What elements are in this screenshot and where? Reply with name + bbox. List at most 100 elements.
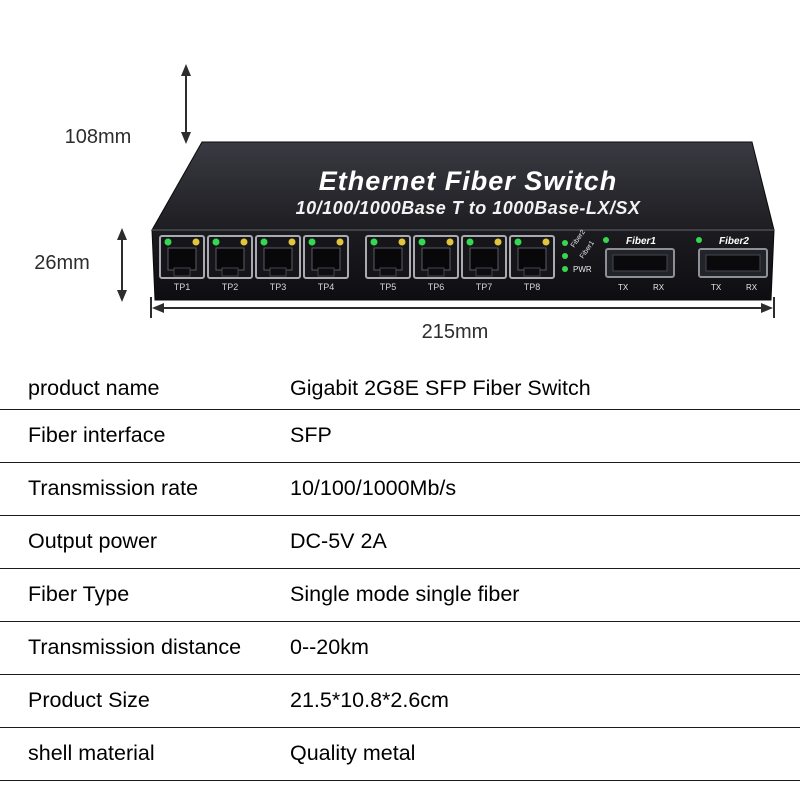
port-led-right	[542, 238, 550, 246]
pwr-led	[562, 266, 568, 272]
rj45-port: TP8	[509, 235, 555, 292]
port-led-left	[260, 238, 268, 246]
port-opening	[215, 247, 245, 271]
rj45-port: TP4	[303, 235, 349, 292]
port-label: TP1	[174, 282, 191, 292]
port-label: TP3	[270, 282, 287, 292]
port-label: TP8	[524, 282, 541, 292]
port-notch	[317, 267, 335, 277]
sfp1-tx-label: TX	[618, 283, 629, 292]
port-led-left	[418, 238, 426, 246]
spec-row: Transmission distance 0--20km	[0, 622, 800, 675]
device-illustration: 108mm 26mm Ethernet Fiber Switch 10/100/…	[34, 64, 775, 343]
rj45-port: TP3	[255, 235, 301, 292]
rj45-port: TP6	[413, 235, 459, 292]
port-label: TP5	[380, 282, 397, 292]
spec-label: Fiber interface	[28, 423, 166, 448]
port-led-right	[240, 238, 248, 246]
port-led-left	[514, 238, 522, 246]
spec-label: shell material	[28, 741, 155, 766]
port-opening	[517, 247, 547, 271]
fiber1-led	[562, 253, 568, 259]
spec-row: Output power DC-5V 2A	[0, 516, 800, 569]
spec-value: Gigabit 2G8E SFP Fiber Switch	[290, 375, 591, 400]
port-opening	[469, 247, 499, 271]
spec-value: DC-5V 2A	[290, 529, 387, 554]
sfp1-label: Fiber1	[626, 236, 656, 247]
port-notch	[475, 267, 493, 277]
port-led-right	[494, 238, 502, 246]
port-led-right	[288, 238, 296, 246]
rj45-port: TP1	[159, 235, 205, 292]
sfp2-rx-label: RX	[746, 283, 758, 292]
arrow-down-icon	[117, 290, 127, 302]
port-led-right	[192, 238, 200, 246]
spec-label: product name	[28, 375, 160, 400]
port-led-right	[446, 238, 454, 246]
spec-row: Fiber Type Single mode single fiber	[0, 569, 800, 622]
dimension-depth: 108mm	[65, 64, 191, 148]
spec-row: product name Gigabit 2G8E SFP Fiber Swit…	[0, 368, 800, 410]
spec-value: 0--20km	[290, 635, 369, 660]
device-title: Ethernet Fiber Switch	[319, 166, 618, 196]
dimension-height: 26mm	[34, 228, 127, 302]
spec-value: Quality metal	[290, 741, 416, 766]
port-notch	[269, 267, 287, 277]
port-notch	[379, 267, 397, 277]
sfp1-opening	[612, 254, 668, 272]
rj45-port: TP5	[365, 235, 411, 292]
port-notch	[221, 267, 239, 277]
spec-row: shell material Quality metal	[0, 728, 800, 781]
port-notch	[427, 267, 445, 277]
dimension-width: 215mm	[150, 297, 775, 343]
sfp1-rx-label: RX	[653, 283, 665, 292]
spec-value: SFP	[290, 423, 332, 448]
spec-label: Transmission distance	[28, 635, 242, 660]
spec-label: Transmission rate	[28, 476, 199, 501]
sfp2-opening	[705, 254, 761, 272]
spec-value: 10/100/1000Mb/s	[290, 476, 457, 501]
arrow-left-icon	[152, 303, 164, 313]
port-led-left	[308, 238, 316, 246]
spec-value: Single mode single fiber	[290, 582, 520, 607]
port-led-left	[370, 238, 378, 246]
spec-label: Product Size	[28, 688, 150, 713]
sfp-slot-fiber2: Fiber2 TX RX	[696, 236, 768, 292]
spec-row: Transmission rate 10/100/1000Mb/s	[0, 463, 800, 516]
sfp2-tx-label: TX	[711, 283, 722, 292]
device-subtitle: 10/100/1000Base T to 1000Base-LX/SX	[296, 198, 641, 218]
sfp-slot-fiber1: Fiber1 TX RX	[603, 236, 675, 292]
port-opening	[311, 247, 341, 271]
port-label: TP2	[222, 282, 239, 292]
arrow-up-icon	[117, 228, 127, 240]
port-led-left	[466, 238, 474, 246]
dimension-width-label: 215mm	[422, 321, 489, 343]
port-opening	[263, 247, 293, 271]
dimension-depth-label: 108mm	[65, 126, 132, 148]
sfp2-led	[696, 237, 702, 243]
dimension-height-label: 26mm	[34, 252, 90, 274]
port-label: TP4	[318, 282, 335, 292]
rj45-port: TP7	[461, 235, 507, 292]
spec-value: 21.5*10.8*2.6cm	[290, 688, 449, 713]
port-notch	[523, 267, 541, 277]
sfp2-label: Fiber2	[719, 236, 749, 247]
spec-label: Output power	[28, 529, 158, 554]
arrow-up-icon	[181, 64, 191, 76]
port-label: TP7	[476, 282, 493, 292]
spec-table: product name Gigabit 2G8E SFP Fiber Swit…	[0, 368, 800, 781]
port-notch	[173, 267, 191, 277]
spec-row: Fiber interface SFP	[0, 410, 800, 463]
sfp1-led	[603, 237, 609, 243]
fiber2-led	[562, 240, 568, 246]
port-opening	[373, 247, 403, 271]
spec-row: Product Size 21.5*10.8*2.6cm	[0, 675, 800, 728]
arrow-right-icon	[761, 303, 773, 313]
port-opening	[167, 247, 197, 271]
switch-device: Ethernet Fiber Switch 10/100/1000Base T …	[151, 141, 775, 301]
pwr-label: PWR	[573, 265, 592, 274]
spec-label: Fiber Type	[28, 582, 130, 607]
port-led-right	[336, 238, 344, 246]
rj45-port: TP2	[207, 235, 253, 292]
